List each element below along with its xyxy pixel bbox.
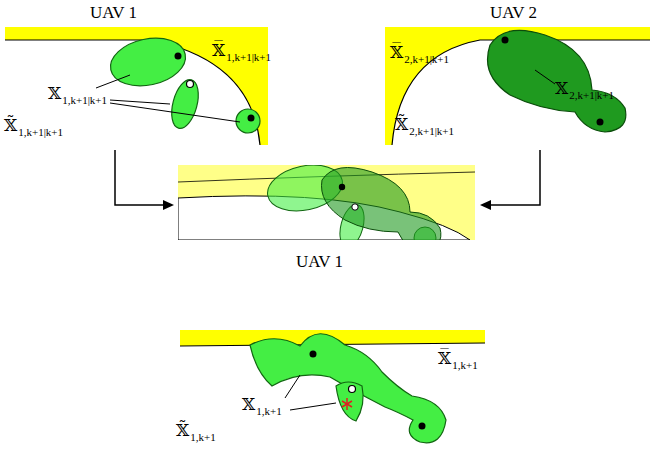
explored-region — [385, 27, 650, 145]
target-circle — [349, 386, 356, 393]
set-subscript: 1,k+1 — [452, 359, 477, 371]
set-label: 𝕏̃1,k+1|k+1 — [4, 117, 63, 138]
target-dot — [310, 351, 317, 358]
uncertainty-set — [250, 334, 446, 443]
uncertainty-set — [236, 109, 260, 133]
set-subscript: 1,k+1 — [190, 431, 215, 443]
set-label: 𝕏2,k+1|k+1 — [555, 80, 614, 101]
set-symbol: 𝕏̅ — [390, 42, 403, 62]
leader-line — [285, 375, 300, 398]
set-symbol: 𝕏 — [242, 394, 255, 414]
set-symbol: 𝕏̅ — [438, 348, 451, 368]
set-subscript: 1,k+1|k+1 — [18, 126, 63, 138]
arrow-head — [163, 200, 174, 210]
set-symbol: 𝕏̅ — [212, 40, 225, 60]
target-circle — [187, 81, 194, 88]
arrow-head — [480, 200, 491, 210]
set-label: 𝕏1,k+1|k+1 — [48, 85, 107, 106]
set-subscript: 1,k+1|k+1 — [62, 94, 107, 106]
explored-region — [5, 27, 268, 145]
leader-line — [110, 100, 170, 104]
set-subscript: 2,k+1|k+1 — [569, 89, 614, 101]
flow-arrow — [115, 150, 166, 205]
target-dot — [248, 115, 255, 122]
leader-line — [110, 103, 240, 122]
set-symbol: 𝕏̃ — [176, 420, 189, 440]
set-label: 𝕏1,k+1 — [242, 396, 282, 417]
set-subscript: 1,k+1|k+1 — [226, 51, 271, 63]
leader-line — [96, 75, 130, 88]
set-symbol: 𝕏̃ — [4, 115, 17, 135]
panel-heading: UAV 1 — [90, 4, 137, 21]
set-symbol: 𝕏 — [555, 78, 568, 98]
target-dot — [502, 37, 509, 44]
uncertainty-set — [106, 32, 190, 93]
set-label: 𝕏̅1,k+1|k+1 — [212, 42, 271, 63]
uncertainty-set — [336, 382, 363, 421]
set-label: 𝕏̃2,k+1|k+1 — [395, 116, 454, 137]
target-dot — [597, 119, 604, 126]
set-label: 𝕏̅1,k+1 — [438, 350, 478, 371]
set-symbol: 𝕏̃ — [395, 114, 408, 134]
panel-heading: UAV 2 — [490, 4, 537, 21]
set-subscript: 2,k+1|k+1 — [409, 125, 454, 137]
estimate-marker — [342, 398, 352, 410]
target-dot — [419, 423, 426, 430]
set-label: 𝕏̅2,k+1|k+1 — [390, 44, 449, 65]
leader-line — [290, 403, 336, 410]
set-subscript: 2,k+1|k+1 — [404, 53, 449, 65]
target-dot — [175, 53, 182, 60]
set-symbol: 𝕏 — [48, 83, 61, 103]
panel-heading: UAV 1 — [296, 253, 343, 270]
leader-line — [535, 70, 555, 84]
uncertainty-set — [488, 30, 626, 132]
set-subscript: 1,k+1 — [256, 405, 281, 417]
fusion-panel — [178, 165, 475, 240]
flow-arrow — [488, 150, 540, 205]
uncertainty-set — [167, 77, 203, 132]
set-label: 𝕏̃1,k+1 — [176, 422, 216, 443]
